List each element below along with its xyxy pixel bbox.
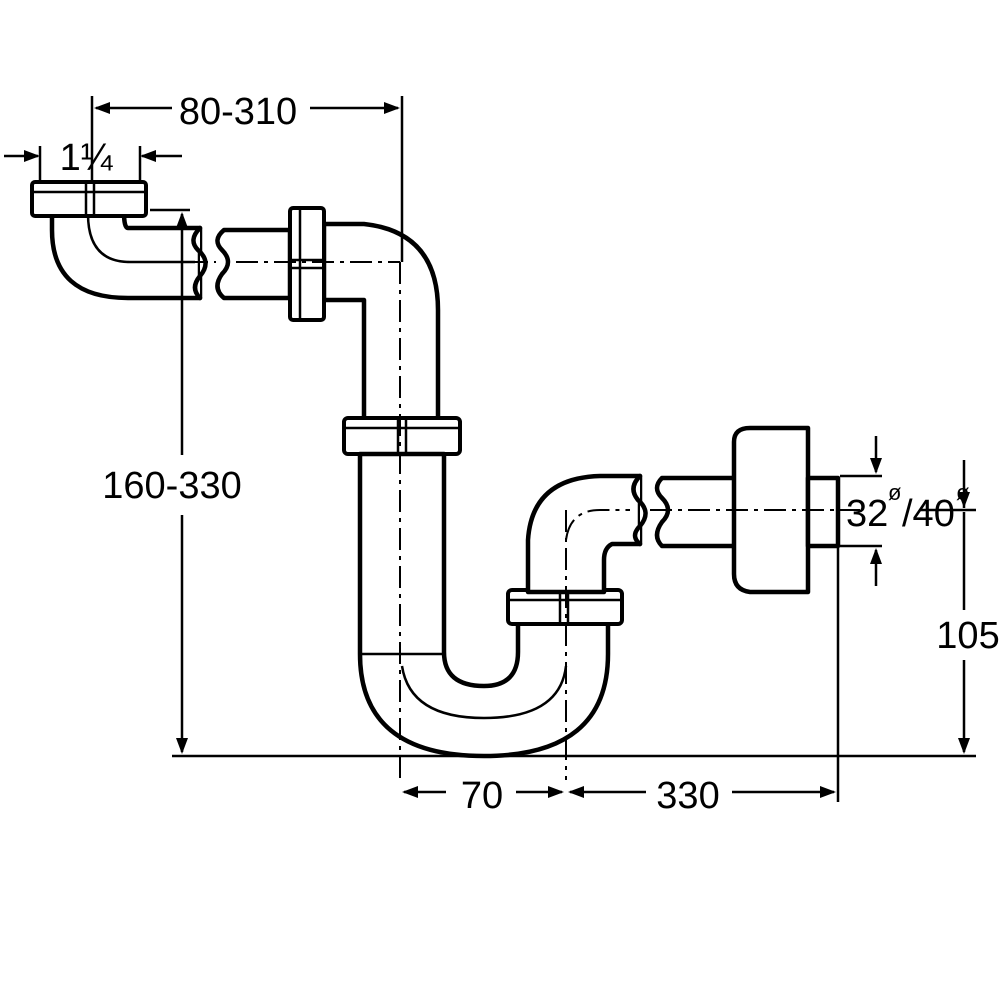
label-outlet-height: 105 xyxy=(936,615,999,657)
label-inlet-thread: 1¼ xyxy=(60,137,114,179)
diameter-symbol-large: ø xyxy=(956,480,969,505)
label-height: 160-330 xyxy=(102,465,241,507)
dim-outlet-height xyxy=(920,460,976,754)
diameter-symbol-small: ø xyxy=(888,480,901,505)
inlet-elbow xyxy=(49,209,203,301)
dim-inlet-thread xyxy=(4,146,182,182)
label-trap-offset: 70 xyxy=(461,775,503,817)
upper-bend xyxy=(321,221,441,423)
label-outlet-diameter-small: 32 xyxy=(846,493,888,535)
trap-body xyxy=(357,451,611,759)
dim-horizontal-reach xyxy=(90,96,404,262)
label-horizontal-reach: 80-310 xyxy=(179,91,297,133)
dim-height xyxy=(150,208,190,754)
dim-outlet-diameter xyxy=(840,436,882,586)
inlet-nut xyxy=(30,180,148,218)
inlet-tube-break xyxy=(191,225,293,301)
middle-nut xyxy=(342,416,462,456)
upper-nut xyxy=(288,206,326,322)
label-outlet-length: 330 xyxy=(656,775,719,817)
dim-trap-offset xyxy=(402,786,564,798)
center-lines xyxy=(186,261,860,780)
dim-outlet-length xyxy=(568,546,840,802)
label-outlet-diameter-large: /40 xyxy=(902,493,955,535)
outlet-stub xyxy=(805,475,841,549)
outlet-bend xyxy=(525,473,739,595)
